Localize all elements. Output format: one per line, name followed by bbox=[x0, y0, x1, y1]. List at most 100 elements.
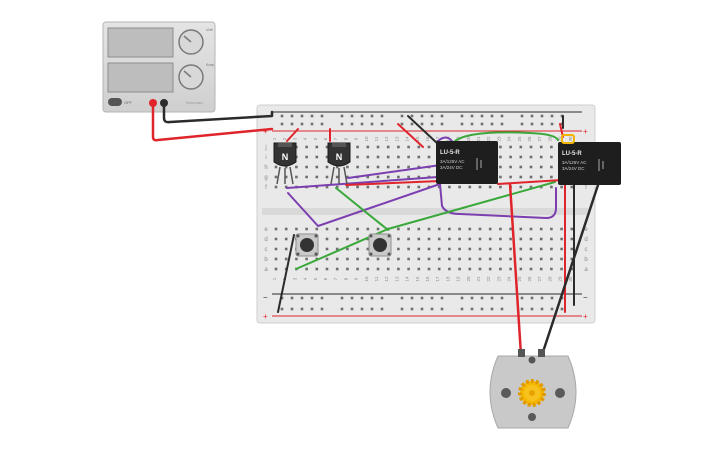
terminal-hole[interactable] bbox=[519, 247, 523, 251]
terminal-hole[interactable] bbox=[529, 185, 533, 189]
terminal-hole[interactable] bbox=[397, 165, 400, 169]
terminal-hole[interactable] bbox=[284, 237, 288, 241]
rail-hole[interactable] bbox=[320, 114, 324, 118]
terminal-hole[interactable] bbox=[509, 155, 512, 159]
transistor-1[interactable]: N bbox=[273, 142, 297, 185]
rail-hole[interactable] bbox=[340, 296, 344, 300]
terminal-hole[interactable] bbox=[397, 267, 400, 271]
rail-hole[interactable] bbox=[460, 122, 464, 126]
terminal-hole[interactable] bbox=[519, 175, 523, 179]
rail-hole[interactable] bbox=[300, 307, 304, 311]
terminal-hole[interactable] bbox=[366, 237, 370, 241]
terminal-hole[interactable] bbox=[305, 175, 308, 179]
rail-hole[interactable] bbox=[310, 122, 314, 126]
terminal-hole[interactable] bbox=[448, 257, 451, 261]
rail-hole[interactable] bbox=[380, 296, 384, 300]
terminal-hole[interactable] bbox=[305, 155, 308, 159]
terminal-hole[interactable] bbox=[488, 267, 492, 271]
rail-hole[interactable] bbox=[340, 114, 344, 118]
rail-hole[interactable] bbox=[370, 307, 374, 311]
rail-hole[interactable] bbox=[430, 122, 434, 126]
terminal-hole[interactable] bbox=[560, 257, 563, 261]
terminal-hole[interactable] bbox=[519, 237, 523, 241]
terminal-hole[interactable] bbox=[386, 175, 390, 179]
rail-hole[interactable] bbox=[490, 307, 494, 311]
terminal-hole[interactable] bbox=[509, 237, 512, 241]
terminal-hole[interactable] bbox=[315, 227, 319, 231]
terminal-hole[interactable] bbox=[274, 257, 278, 261]
terminal-hole[interactable] bbox=[397, 227, 400, 231]
rail-hole[interactable] bbox=[540, 114, 544, 118]
push-button-2[interactable] bbox=[368, 233, 392, 257]
rail-hole[interactable] bbox=[290, 296, 294, 300]
rail-hole[interactable] bbox=[410, 296, 414, 300]
terminal-hole[interactable] bbox=[386, 165, 390, 169]
terminal-hole[interactable] bbox=[509, 145, 512, 149]
terminal-hole[interactable] bbox=[427, 155, 431, 159]
terminal-hole[interactable] bbox=[356, 247, 359, 251]
terminal-hole[interactable] bbox=[417, 165, 421, 169]
rail-hole[interactable] bbox=[550, 122, 554, 126]
rail-hole[interactable] bbox=[280, 307, 284, 311]
rail-hole[interactable] bbox=[420, 114, 424, 118]
wire-black-supply[interactable] bbox=[162, 101, 274, 124]
rail-hole[interactable] bbox=[420, 122, 424, 126]
terminal-hole[interactable] bbox=[376, 145, 380, 149]
terminal-hole[interactable] bbox=[550, 247, 553, 251]
rail-hole[interactable] bbox=[400, 114, 404, 118]
terminal-hole[interactable] bbox=[315, 267, 319, 271]
terminal-hole[interactable] bbox=[284, 175, 288, 179]
terminal-hole[interactable] bbox=[335, 267, 339, 271]
terminal-hole[interactable] bbox=[509, 165, 512, 169]
rail-hole[interactable] bbox=[500, 114, 504, 118]
terminal-hole[interactable] bbox=[478, 257, 482, 261]
terminal-hole[interactable] bbox=[305, 267, 308, 271]
rail-hole[interactable] bbox=[550, 114, 554, 118]
terminal-hole[interactable] bbox=[407, 267, 410, 271]
relay-2[interactable]: LU-5-R 3A/125V AC 3A/24V DC bbox=[558, 142, 621, 185]
rail-hole[interactable] bbox=[430, 114, 434, 118]
terminal-hole[interactable] bbox=[499, 185, 502, 189]
rail-hole[interactable] bbox=[540, 296, 544, 300]
terminal-hole[interactable] bbox=[346, 175, 349, 179]
rail-hole[interactable] bbox=[360, 307, 364, 311]
rail-hole[interactable] bbox=[410, 122, 414, 126]
terminal-hole[interactable] bbox=[417, 227, 421, 231]
terminal-hole[interactable] bbox=[407, 175, 410, 179]
wire-purple-3[interactable] bbox=[287, 183, 441, 227]
terminal-hole[interactable] bbox=[509, 257, 512, 261]
rail-hole[interactable] bbox=[410, 114, 414, 118]
terminal-hole[interactable] bbox=[437, 257, 441, 261]
rail-hole[interactable] bbox=[550, 296, 554, 300]
terminal-hole[interactable] bbox=[305, 227, 308, 231]
rail-hole[interactable] bbox=[380, 122, 384, 126]
transistor-2[interactable]: N bbox=[327, 142, 351, 185]
terminal-hole[interactable] bbox=[448, 237, 451, 241]
rail-hole[interactable] bbox=[430, 307, 434, 311]
terminal-hole[interactable] bbox=[570, 185, 574, 189]
terminal-hole[interactable] bbox=[284, 185, 288, 189]
terminal-hole[interactable] bbox=[529, 237, 533, 241]
terminal-hole[interactable] bbox=[407, 185, 410, 189]
rail-hole[interactable] bbox=[310, 114, 314, 118]
terminal-hole[interactable] bbox=[386, 145, 390, 149]
terminal-hole[interactable] bbox=[335, 185, 339, 189]
terminal-hole[interactable] bbox=[437, 247, 441, 251]
terminal-hole[interactable] bbox=[539, 185, 543, 189]
terminal-hole[interactable] bbox=[509, 247, 512, 251]
terminal-hole[interactable] bbox=[366, 165, 370, 169]
terminal-hole[interactable] bbox=[274, 237, 278, 241]
terminal-hole[interactable] bbox=[478, 247, 482, 251]
rail-hole[interactable] bbox=[470, 307, 474, 311]
rail-hole[interactable] bbox=[280, 296, 284, 300]
terminal-hole[interactable] bbox=[295, 175, 298, 179]
terminal-hole[interactable] bbox=[315, 165, 319, 169]
terminal-hole[interactable] bbox=[417, 247, 421, 251]
motor-terminal-negative[interactable] bbox=[538, 349, 545, 357]
terminal-hole[interactable] bbox=[376, 185, 380, 189]
terminal-hole[interactable] bbox=[529, 227, 533, 231]
terminal-hole[interactable] bbox=[478, 237, 482, 241]
terminal-hole[interactable] bbox=[550, 175, 553, 179]
terminal-hole[interactable] bbox=[366, 247, 370, 251]
